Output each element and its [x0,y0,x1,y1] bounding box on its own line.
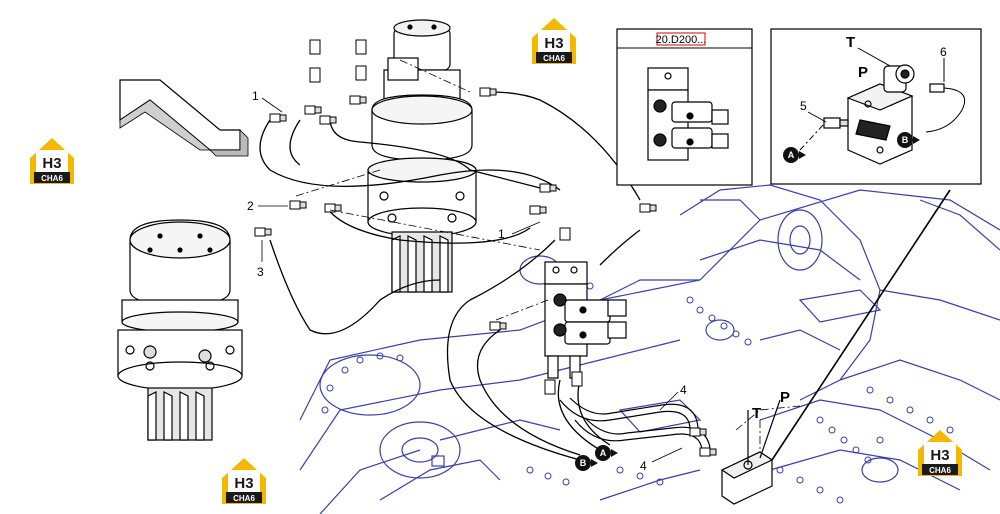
watermark-sub-text: CHA6 [543,54,565,63]
callout-5: 5 [800,99,807,113]
svg-text:CHA6: CHA6 [929,466,951,475]
port-labels: T P T P [752,34,868,422]
svg-text:H3: H3 [42,155,61,172]
block-port-p-label: P [780,389,790,406]
watermark-logo-top: H3 CHA6 [532,18,576,64]
hose-fittings [254,39,717,457]
valve-block-main [544,261,627,379]
block-port-t-label: T [752,405,761,422]
inset-marker-b: B [897,132,920,148]
svg-text:CHA6: CHA6 [41,174,63,183]
inset-marker-a: A [783,147,806,163]
callout-3: 3 [257,265,264,279]
callout-4-lower: 4 [640,459,647,473]
detail-inset [770,28,982,185]
leader-lines [258,97,683,463]
callout-numbers: 1 1 2 3 4 4 5 6 [247,45,947,473]
svg-text:CHA6: CHA6 [233,494,255,503]
reference-inset: 20.D200... [616,28,753,186]
assembly-guide-lines [295,59,801,470]
frame-bolt-holes [321,282,954,504]
swing-motor-left [117,219,243,441]
svg-text:A: A [788,150,795,160]
svg-text:B: B [580,458,587,468]
main-marker-b: B [575,455,598,471]
main-marker-a: A [595,445,618,461]
svg-text:H3: H3 [234,475,253,492]
tee-block [720,189,951,505]
watermark-main-text: H3 [544,35,563,52]
callout-6: 6 [940,45,947,59]
svg-text:H3: H3 [930,447,949,464]
svg-text:A: A [600,448,607,458]
inset-port-t-label: T [846,34,855,51]
watermark-logo-right: H3 CHA6 [918,430,962,476]
callout-1-mid: 1 [498,227,505,241]
reference-code[interactable]: 20.D200... [656,34,707,46]
svg-text:B: B [902,135,909,145]
connection-markers: A B A B [575,132,920,471]
swing-motor-upper [367,19,477,293]
callout-1-top: 1 [252,89,259,103]
watermark-logo-bottom: H3 CHA6 [222,458,266,504]
callout-4-upper: 4 [680,383,687,397]
inset-port-p-label: P [858,64,868,81]
direction-arrow [119,79,249,157]
callout-2: 2 [247,199,254,213]
watermark-logo-left: H3 CHA6 [30,138,74,184]
hose-assembly-4 [559,397,711,451]
